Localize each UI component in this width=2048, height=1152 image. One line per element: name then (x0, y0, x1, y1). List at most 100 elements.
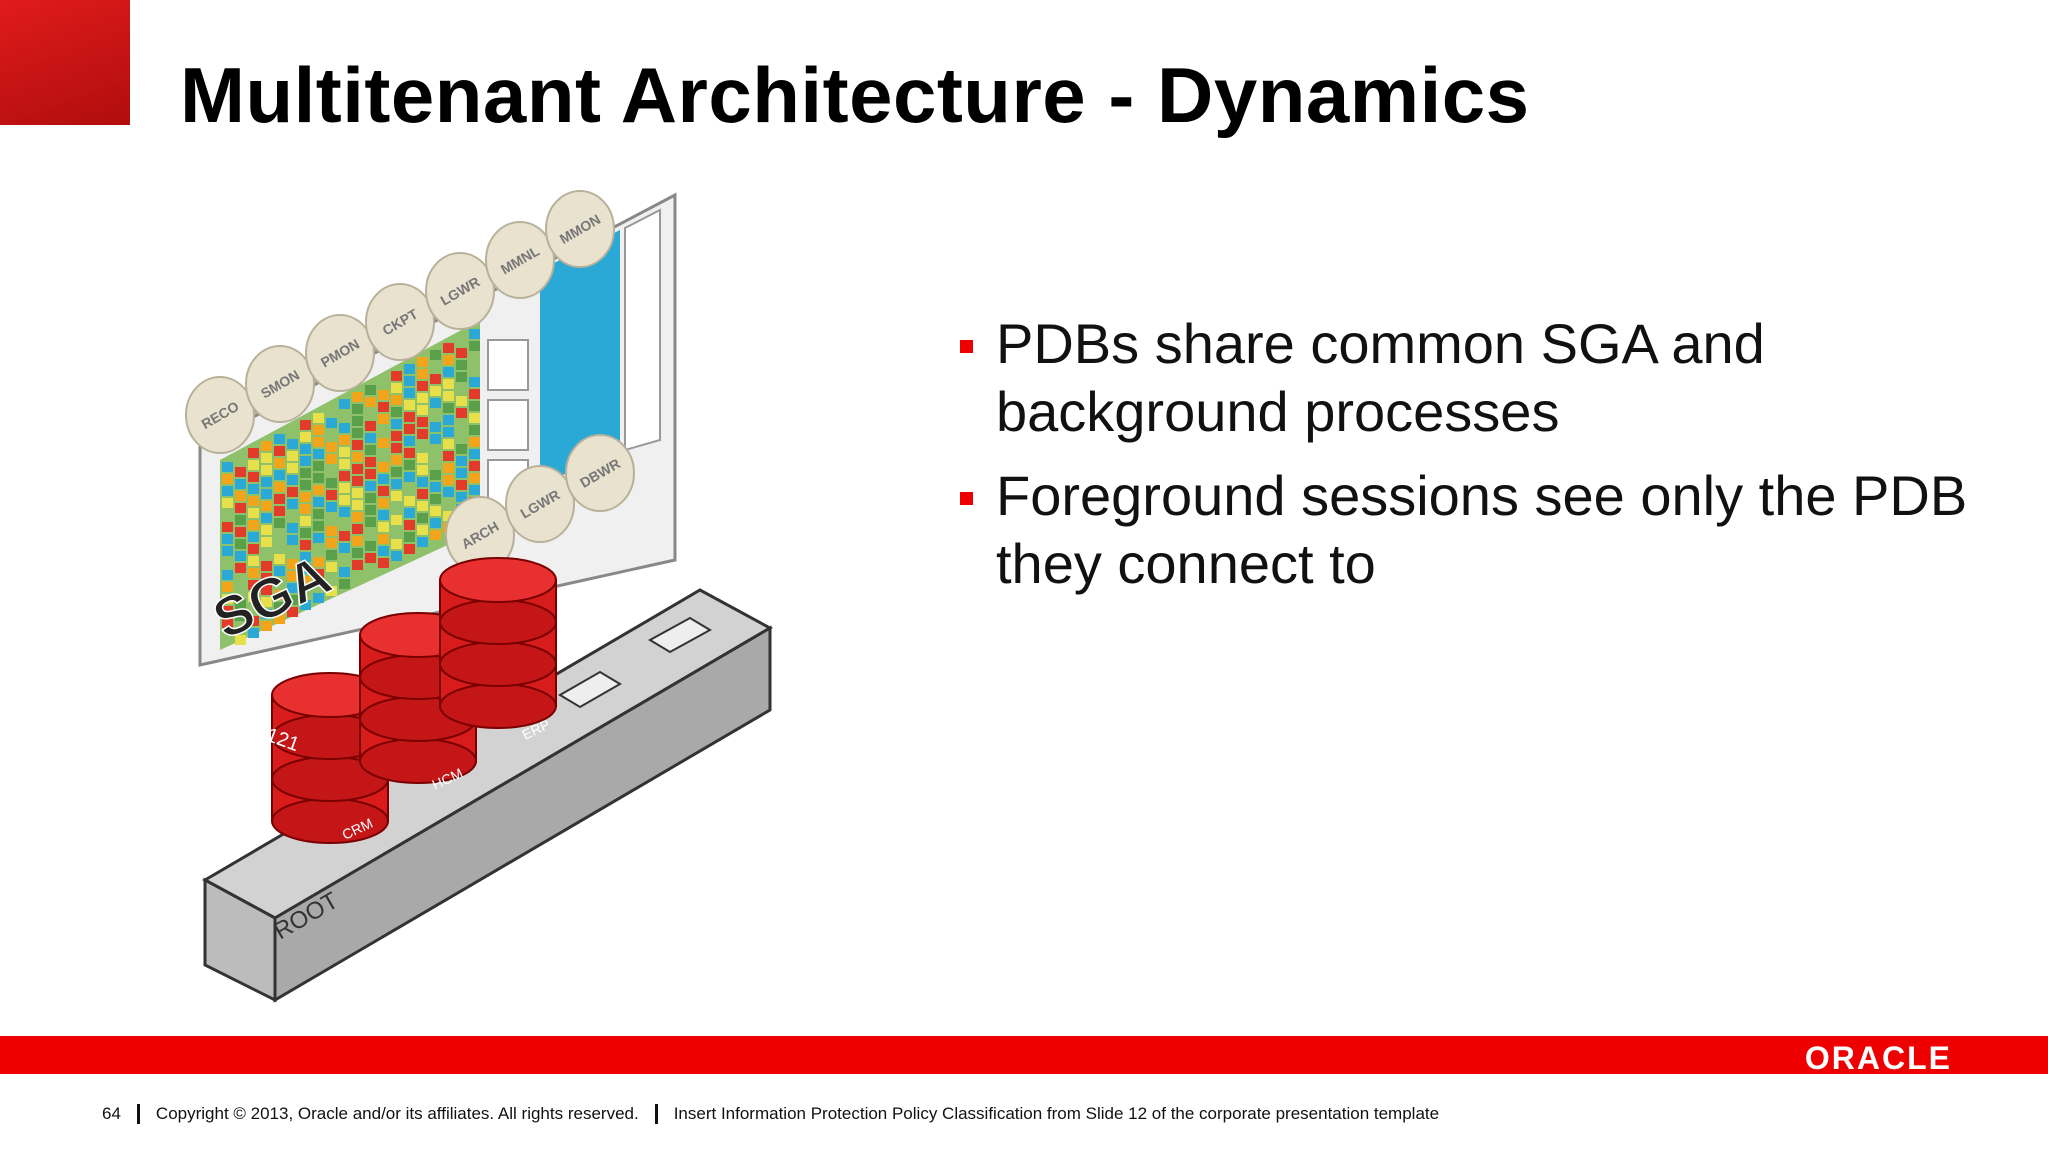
process-lgwr: LGWR (425, 252, 495, 330)
bullet-item: Foreground sessions see only the PDB the… (960, 462, 2000, 598)
sga-grid-cell (222, 618, 233, 628)
sga-grid-cell (456, 420, 467, 430)
sga-grid-cell (235, 623, 246, 633)
sga-grid-cell (287, 607, 298, 617)
sga-grid-cell (430, 530, 441, 540)
sga-grid-cell (248, 604, 259, 614)
sga-grid-cell (339, 423, 350, 433)
footer: 64 Copyright © 2013, Oracle and/or its a… (102, 1104, 1439, 1124)
sga-grid-cell (235, 527, 246, 537)
sga-grid-cell (235, 587, 246, 597)
sga-grid-cell (287, 439, 298, 449)
sga-grid-cell (274, 614, 285, 624)
sga-grid-cell (300, 444, 311, 454)
sga-grid-cell (391, 431, 402, 441)
sga-grid-cell (430, 362, 441, 372)
sga-grid-cell (365, 505, 376, 515)
sga-grid-cell (326, 490, 337, 500)
copyright-text: Copyright © 2013, Oracle and/or its affi… (155, 1104, 639, 1123)
sga-grid-cell (365, 397, 376, 407)
sga-grid-cell (443, 355, 454, 365)
sga-grid-cell (326, 418, 337, 428)
sga-grid-cell (300, 480, 311, 490)
sga-grid-cell (287, 499, 298, 509)
sga-grid-cell (443, 439, 454, 449)
sga-grid-cell (443, 451, 454, 461)
sga-grid-cell (430, 518, 441, 528)
sga-grid-cell (313, 449, 324, 459)
sga-grid-cell (339, 459, 350, 469)
sga-grid-cell (287, 463, 298, 473)
sga-grid-cell (456, 492, 467, 502)
sga-grid-cell (404, 412, 415, 422)
sga-grid-cell (313, 413, 324, 423)
sga-grid-cell (339, 411, 350, 421)
sga-grid-cell (326, 526, 337, 536)
sga-grid-cell (339, 519, 350, 529)
sga-grid-cell (417, 429, 428, 439)
sga-grid-cell (378, 438, 389, 448)
sga-grid-cell (469, 473, 480, 483)
sga-grid-cell (391, 539, 402, 549)
sga-grid-cell (222, 486, 233, 496)
process-lgwr: LGWR (505, 465, 575, 543)
sga-grid-cell (339, 447, 350, 457)
sga-grid-cell (274, 446, 285, 456)
sga-grid-cell (274, 590, 285, 600)
sga-grid-cell (469, 437, 480, 447)
process-pmon: PMON (305, 314, 375, 392)
footer-separator (136, 1104, 140, 1124)
sga-grid-cell (235, 503, 246, 513)
sga-grid-cell (365, 445, 376, 455)
sga-grid-cell (378, 546, 389, 556)
root-side (273, 625, 772, 1003)
sga-grid-cell (274, 494, 285, 504)
sga-grid-cell (287, 451, 298, 461)
sga-grid-cell (235, 635, 246, 645)
sga-grid-cell (274, 578, 285, 588)
sga-grid-cell (287, 535, 298, 545)
sga-grid-cell (261, 621, 272, 631)
sga-grid-cell (326, 502, 337, 512)
sga-grid-cell (404, 520, 415, 530)
sga-grid-cell (352, 440, 363, 450)
sga-grid-cell (248, 472, 259, 482)
sga-grid-cell (352, 404, 363, 414)
sga-grid-cell (339, 471, 350, 481)
sga-grid-cell (313, 521, 324, 531)
sga-grid-cell (326, 586, 337, 596)
sga-grid-cell (404, 544, 415, 554)
sga-grid-cell (378, 534, 389, 544)
sga-grid-cell (417, 441, 428, 451)
sga-grid-cell (248, 616, 259, 626)
sga-grid-cell (261, 441, 272, 451)
sga-grid-cell (235, 491, 246, 501)
sga-grid-cell (287, 427, 298, 437)
sga-grid-cell (469, 401, 480, 411)
sga-grid-cell (261, 513, 272, 523)
footer-separator (654, 1104, 658, 1124)
sga-grid-cell (391, 371, 402, 381)
sga-grid-cell (222, 594, 233, 604)
sga-grid-cell (326, 538, 337, 548)
bullet-list: PDBs share common SGA and background pro… (960, 310, 2000, 614)
sga-grid-cell (352, 500, 363, 510)
sga-grid-cell (417, 513, 428, 523)
sga-grid-cells (222, 329, 480, 645)
sga-grid-cell (326, 562, 337, 572)
sga-grid-cell (248, 568, 259, 578)
sga-grid-cell (222, 534, 233, 544)
sga-grid-cell (417, 537, 428, 547)
pdb-cylinder (439, 557, 557, 729)
sga-grid-cell (443, 511, 454, 521)
footer-red-bar (0, 1036, 2048, 1074)
sga-grid-cell (417, 393, 428, 403)
sga-grid-cell (404, 400, 415, 410)
sga-grid-cell (365, 481, 376, 491)
sga-grid-cell (248, 544, 259, 554)
sga-grid-cell (352, 464, 363, 474)
sga-grid-cell (261, 573, 272, 583)
sga-grid-cell (378, 510, 389, 520)
sga-grid-cell (469, 377, 480, 387)
sga-grid-cell (235, 599, 246, 609)
